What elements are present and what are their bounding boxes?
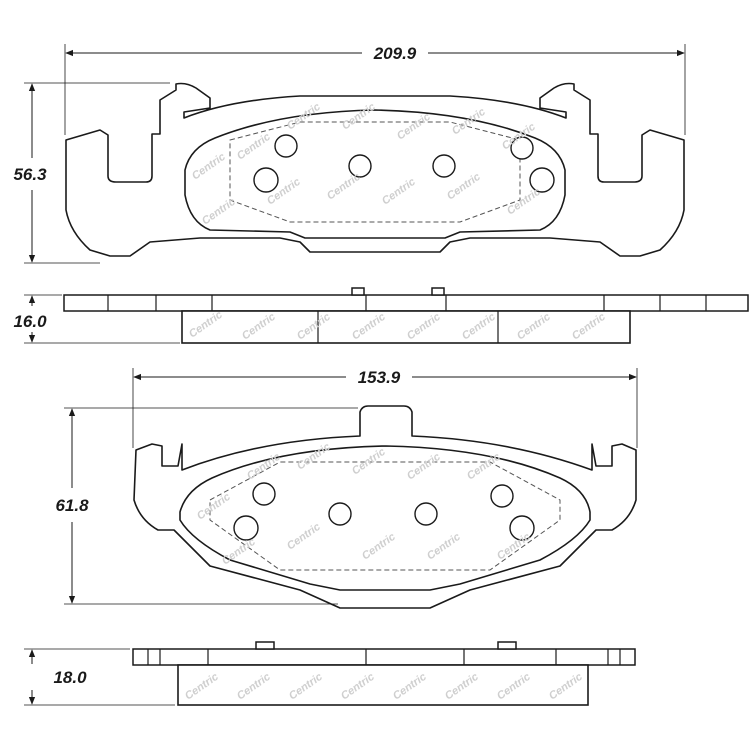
top-pad-side-friction xyxy=(181,310,631,344)
bottom-pad-backing-plate xyxy=(133,405,637,609)
top-pad-rivet-hole xyxy=(253,167,279,193)
bottom-pad-rivet-hole xyxy=(490,484,514,508)
watermark-text: Centric xyxy=(245,451,283,483)
top-pad-friction-outline xyxy=(184,109,566,239)
top-pad-wear-line xyxy=(229,121,521,223)
bottom-pad-rivet-hole xyxy=(233,515,259,541)
bottom-pad-rivet-hole xyxy=(252,482,276,506)
watermark-text: Centric xyxy=(360,531,398,563)
watermark-text: Centric xyxy=(200,196,238,228)
watermark-text: Centric xyxy=(505,186,543,218)
watermark-text: Centric xyxy=(190,151,228,183)
top-height-label: 56.3 xyxy=(13,165,47,184)
bottom-pad-side-view: Centric Centric Centric Centric Centric … xyxy=(132,641,636,706)
top-width-label: 209.9 xyxy=(373,44,417,63)
top-pad-side-view: Centric Centric Centric Centric Centric … xyxy=(63,287,749,344)
top-height-dimension: 56.3 xyxy=(13,82,170,264)
top-pad-rivet-hole xyxy=(348,154,372,178)
watermark-text: Centric xyxy=(285,521,323,553)
top-pad-backing-plate xyxy=(65,82,685,257)
bottom-pad-rivet-hole xyxy=(509,515,535,541)
bottom-height-dimension: 61.8 xyxy=(55,407,358,605)
watermark-text: Centric xyxy=(425,531,463,563)
bottom-pad-friction-outline xyxy=(179,445,591,591)
bottom-pad-front-view: Centric Centric Centric Centric Centric … xyxy=(133,405,637,609)
top-pad-rivet-hole xyxy=(432,154,456,178)
bottom-height-label: 61.8 xyxy=(55,496,89,515)
bottom-pad-rivet-hole xyxy=(328,502,352,526)
bottom-pad-side-tab xyxy=(255,641,275,650)
top-pad-rivet-hole xyxy=(274,134,298,158)
bottom-pad-rivet-hole xyxy=(414,502,438,526)
top-thickness-dimension: 16.0 xyxy=(13,294,180,344)
top-pad-side-tab xyxy=(351,287,365,296)
top-thickness-label: 16.0 xyxy=(13,312,47,331)
bottom-pad-watermarks: Centric Centric Centric Centric Centric … xyxy=(195,441,533,568)
watermark-text: Centric xyxy=(405,451,443,483)
bottom-pad-side-tab xyxy=(497,641,517,650)
bottom-thickness-label: 18.0 xyxy=(53,668,87,687)
watermark-text: Centric xyxy=(325,171,363,203)
watermark-text: Centric xyxy=(295,441,333,473)
watermark-text: Centric xyxy=(195,491,233,523)
top-pad-side-tab xyxy=(431,287,445,296)
watermark-text: Centric xyxy=(395,111,433,143)
bottom-pad-side-friction xyxy=(177,664,589,706)
watermark-text: Centric xyxy=(380,176,418,208)
bottom-width-label: 153.9 xyxy=(358,368,401,387)
bottom-thickness-dimension: 18.0 xyxy=(24,648,175,706)
watermark-text: Centric xyxy=(235,131,273,163)
top-pad-rivet-hole xyxy=(529,167,555,193)
top-pad-front-view: Centric Centric Centric Centric Centric … xyxy=(65,82,685,257)
top-pad-side-backing-plate xyxy=(63,294,749,312)
watermark-text: Centric xyxy=(340,101,378,133)
top-pad-rivet-hole xyxy=(510,136,534,160)
top-width-dimension: 209.9 xyxy=(64,44,686,135)
